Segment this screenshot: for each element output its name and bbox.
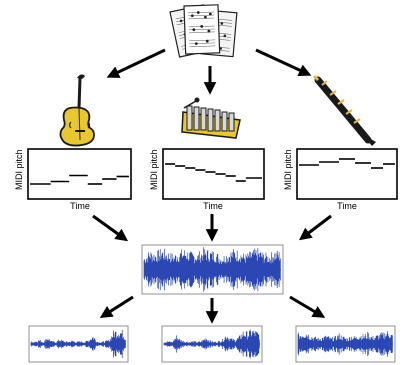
oboe-icon bbox=[312, 74, 376, 146]
arrow-violin-to-mixture bbox=[92, 214, 129, 242]
arrow-sheet-to-oboe bbox=[255, 48, 312, 77]
arrow-oboe-to-mixture bbox=[298, 214, 332, 241]
source-waveform-xylophone bbox=[161, 325, 263, 363]
sheet-music-icon bbox=[169, 4, 238, 58]
source-waveform-oboe bbox=[295, 325, 396, 363]
arrow-sheet-to-violin bbox=[106, 48, 166, 78]
pianoroll-xylophone bbox=[162, 148, 265, 200]
time-axis-label-violin: Time bbox=[70, 201, 90, 211]
pitch-axis-label-violin: MIDI pitch bbox=[14, 149, 24, 190]
arrow-mixture-to-violin-source bbox=[99, 295, 134, 319]
pianoroll-oboe bbox=[296, 148, 398, 200]
arrow-mixture-to-oboe-source bbox=[289, 295, 326, 318]
pitch-axis-label-xylophone: MIDI pitch bbox=[149, 149, 159, 190]
violin-icon bbox=[59, 74, 95, 147]
pitch-axis-label-oboe: MIDI pitch bbox=[283, 149, 293, 190]
time-axis-label-xylophone: Time bbox=[203, 201, 223, 211]
pianoroll-violin bbox=[27, 148, 132, 200]
xylophone-icon bbox=[181, 97, 241, 139]
time-axis-label-oboe: Time bbox=[337, 201, 357, 211]
source-waveform-violin bbox=[28, 325, 129, 363]
mixture-waveform bbox=[141, 244, 284, 295]
